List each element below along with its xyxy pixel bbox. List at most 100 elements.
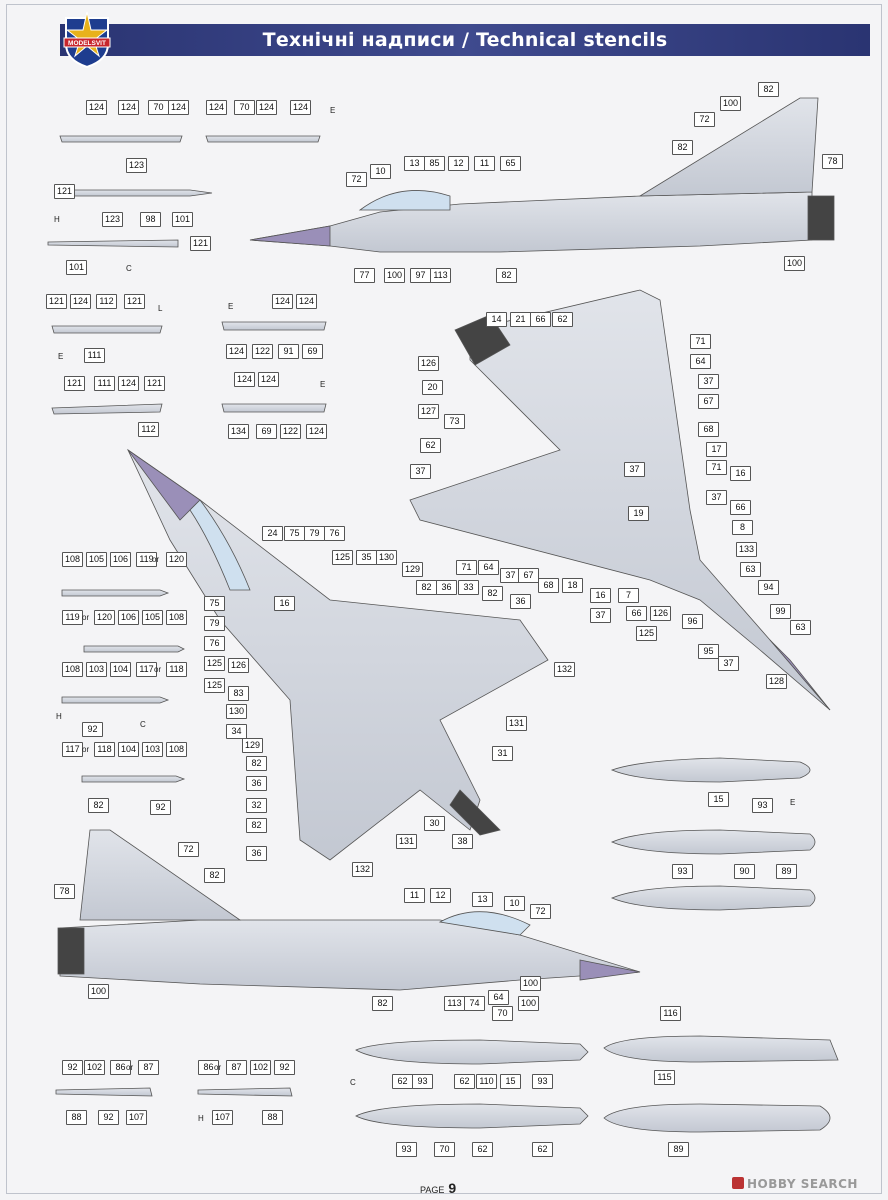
missile-1 [59, 189, 213, 197]
callout: 125 [204, 656, 226, 671]
callout: 93 [412, 1074, 433, 1089]
callout: 98 [140, 212, 161, 227]
callout: 120 [166, 552, 188, 567]
callout: 105 [142, 610, 164, 625]
callout: 124 [258, 372, 280, 387]
callout: 15 [708, 792, 729, 807]
callout: 76 [324, 526, 345, 541]
mark-H: H [54, 215, 60, 224]
callout: 66 [730, 500, 751, 515]
callout: 86 [110, 1060, 131, 1075]
callout: 87 [226, 1060, 247, 1075]
callout: 16 [730, 466, 751, 481]
mark-C: C [350, 1078, 356, 1087]
callout: 102 [84, 1060, 106, 1075]
callout: 87 [138, 1060, 159, 1075]
callout: 70 [234, 100, 255, 115]
callout: 36 [246, 776, 267, 791]
aircraft-side-bottom [57, 829, 641, 991]
callout: 82 [416, 580, 437, 595]
callout: 37 [698, 374, 719, 389]
missile-7 [55, 1087, 153, 1097]
callout: 62 [454, 1074, 475, 1089]
callout: 62 [472, 1142, 493, 1157]
callout: 93 [672, 864, 693, 879]
aircraft-side-top [249, 97, 835, 253]
callout: 12 [430, 888, 451, 903]
callout: 100 [518, 996, 540, 1011]
callout: 78 [54, 884, 75, 899]
callout: 67 [518, 568, 539, 583]
callout: 134 [228, 424, 250, 439]
callout: 124 [306, 424, 328, 439]
callout: 121 [144, 376, 166, 391]
callout: 100 [384, 268, 406, 283]
callout: 124 [168, 100, 190, 115]
callout: 126 [418, 356, 440, 371]
watermark-text: HOBBY SEARCH [747, 1177, 858, 1191]
callout: 118 [166, 662, 187, 677]
callout: 21 [510, 312, 531, 327]
callout: 72 [530, 904, 551, 919]
callout: 100 [88, 984, 110, 999]
callout: 119 [62, 610, 83, 625]
callout: 121 [46, 294, 68, 309]
callout: 113 [430, 268, 451, 283]
callout: 67 [698, 394, 719, 409]
mark-E: E [58, 352, 64, 361]
missile-6 [81, 775, 186, 783]
callout: 126 [650, 606, 672, 621]
callout: 8 [732, 520, 753, 535]
callout: 92 [150, 800, 171, 815]
callout: 77 [354, 268, 375, 283]
callout: 104 [118, 742, 140, 757]
callout: 122 [252, 344, 274, 359]
callout: 124 [70, 294, 92, 309]
callout: 34 [226, 724, 247, 739]
callout: 89 [668, 1142, 689, 1157]
callout: 124 [118, 376, 140, 391]
callout: 69 [302, 344, 323, 359]
fuel-tanks [355, 757, 839, 1133]
callout: 71 [690, 334, 711, 349]
callout: 93 [532, 1074, 553, 1089]
callout: 38 [452, 834, 473, 849]
callout: 113 [444, 996, 465, 1011]
callout: 92 [274, 1060, 295, 1075]
callout: 112 [96, 294, 117, 309]
pylon-2 [205, 135, 321, 143]
callout: 35 [356, 550, 377, 565]
callout: 91 [278, 344, 299, 359]
callout: 72 [694, 112, 715, 127]
callout: 121 [54, 184, 76, 199]
callout: 117 [136, 662, 157, 677]
callout: 82 [482, 586, 503, 601]
callout: 124 [118, 100, 140, 115]
callout: 70 [434, 1142, 455, 1157]
callout: 65 [500, 156, 521, 171]
hobbysearch-icon [732, 1177, 744, 1189]
callout: 20 [422, 380, 443, 395]
callout: 107 [126, 1110, 148, 1125]
callout: 69 [256, 424, 277, 439]
callout: 100 [784, 256, 806, 271]
callout: 127 [418, 404, 440, 419]
page-frame [6, 4, 882, 1194]
callout: 112 [138, 422, 159, 437]
watermark: HOBBY SEARCH [732, 1177, 858, 1191]
page-label: PAGE [420, 1185, 445, 1195]
missile-2 [47, 239, 179, 248]
callout: 83 [228, 686, 249, 701]
callout: 11 [404, 888, 425, 903]
callout: 11 [474, 156, 495, 171]
callout: 66 [626, 606, 647, 621]
callout: 88 [66, 1110, 87, 1125]
callout: 37 [624, 462, 645, 477]
or-label: or [154, 665, 162, 674]
callout: 121 [124, 294, 146, 309]
callout: 101 [66, 260, 88, 275]
callout: 79 [304, 526, 325, 541]
callout: 82 [672, 140, 693, 155]
callout: 93 [752, 798, 773, 813]
